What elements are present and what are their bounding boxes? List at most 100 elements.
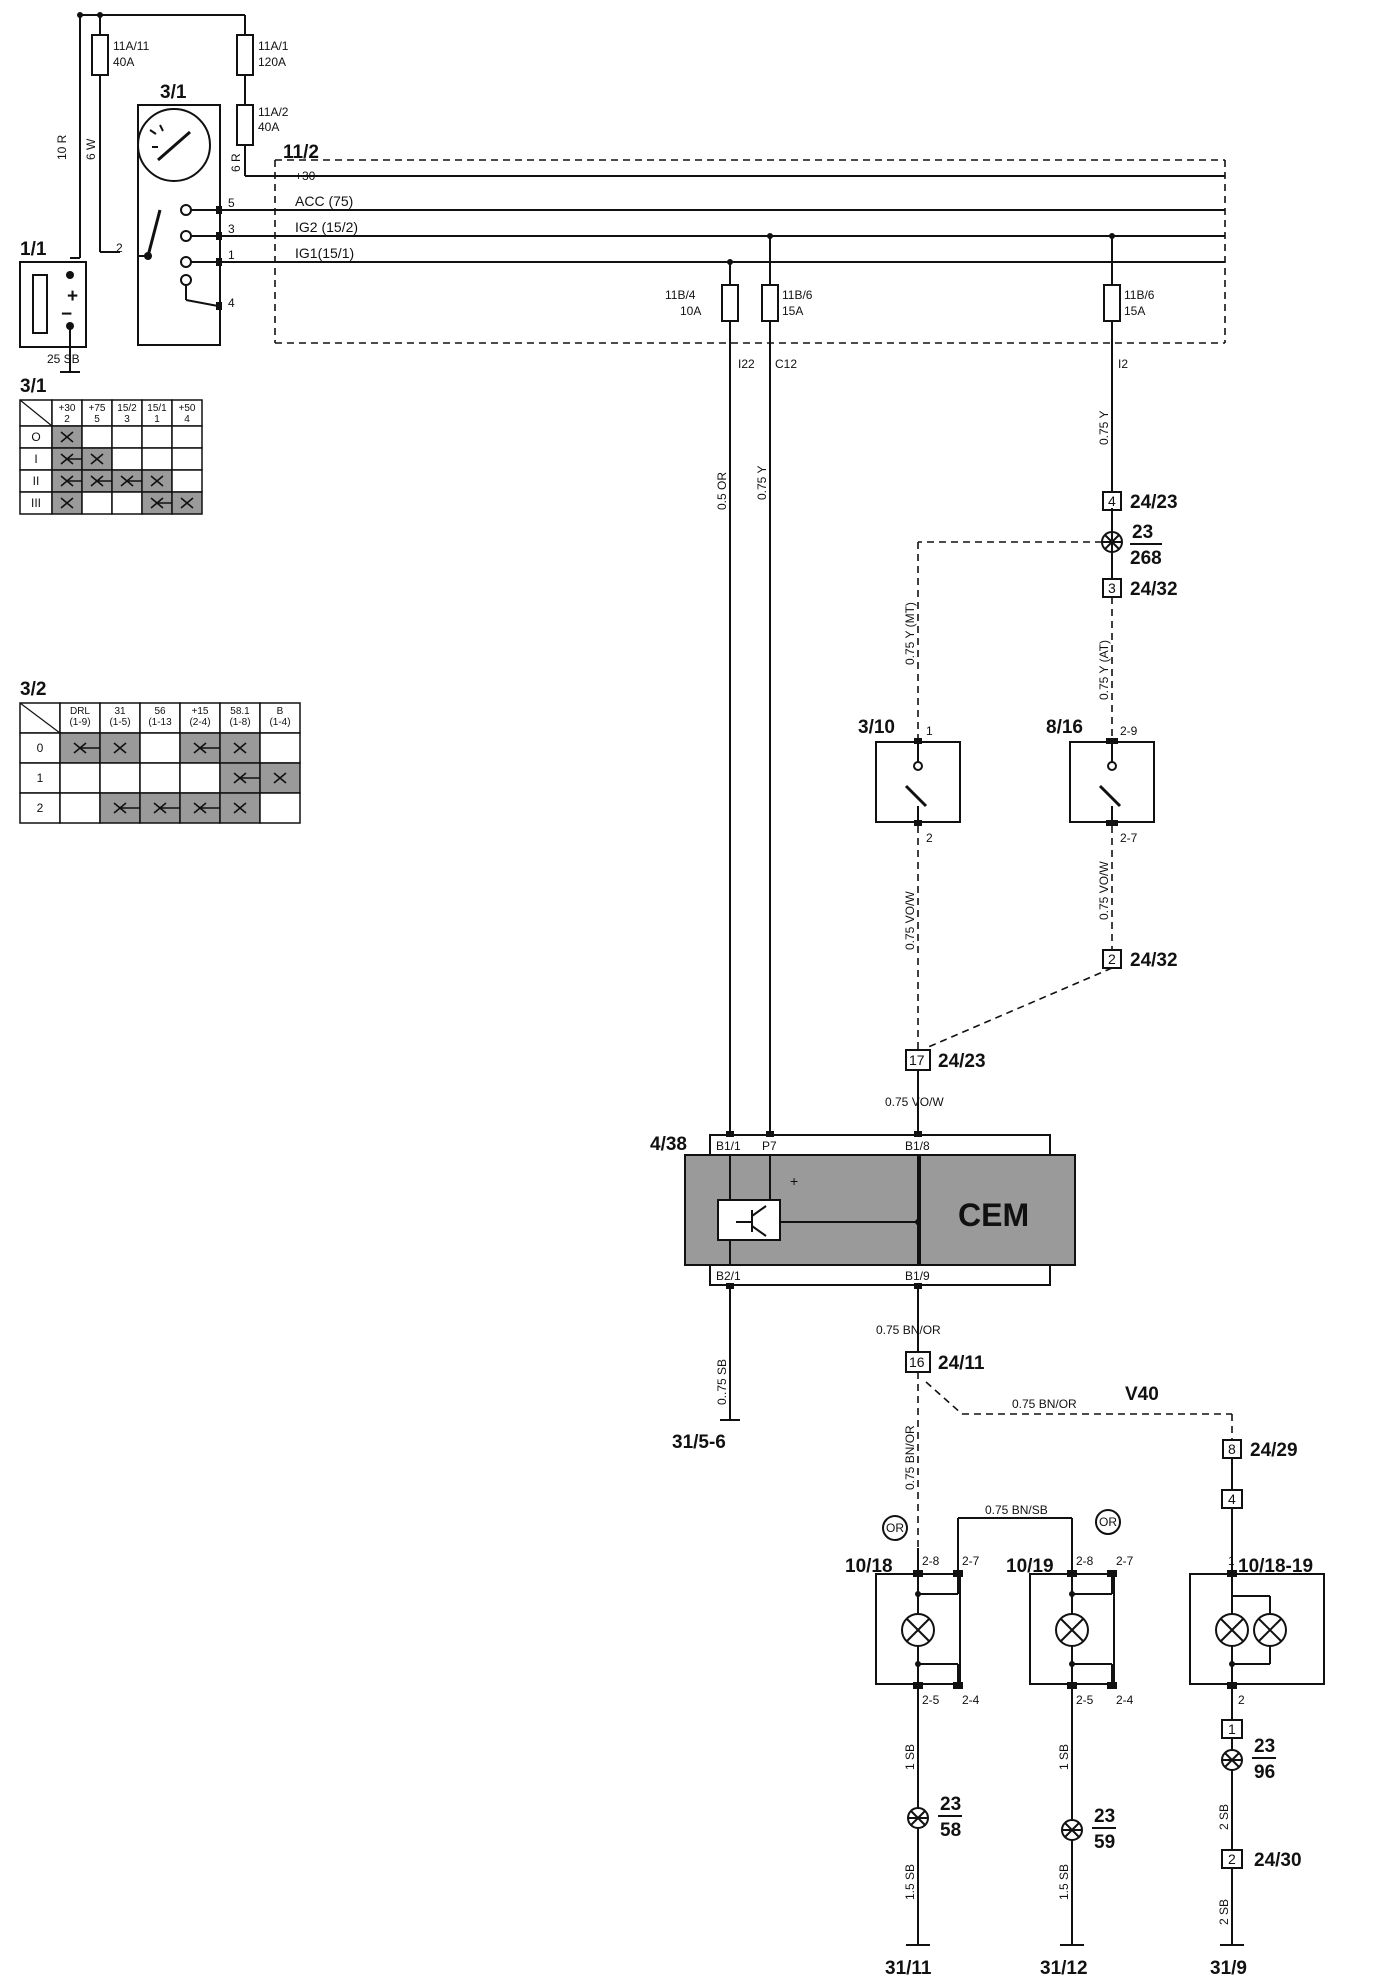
- wire-10r: 10 R: [55, 134, 69, 160]
- ground-31-12: 31/12: [1040, 1958, 1088, 1979]
- wire-05or: 0.5 OR: [715, 472, 729, 510]
- wire-075vow-b: 0.75 VO/W: [1097, 861, 1111, 920]
- table-header-cell: [179, 702, 221, 734]
- lamp-branch: 0..75 SB 31/5-6 0.75 BN/OR 16 24/11 0.75…: [672, 1289, 1325, 1979]
- table-header-text: 15/1: [147, 403, 167, 414]
- fuse-11a1-id: 11A/1: [258, 39, 289, 53]
- pin-sw-3: 3: [228, 222, 235, 236]
- table-header-text: 31: [114, 706, 126, 717]
- splice-1-top: 23: [1132, 522, 1153, 543]
- v40-label: V40: [1125, 1384, 1159, 1405]
- table-header-text: 3: [124, 414, 130, 425]
- table-header-text: (1-9): [69, 717, 90, 728]
- table-header-cell: [59, 702, 101, 734]
- pin-cem-b19: B1/9: [905, 1269, 930, 1283]
- splice-4-top: 23: [1254, 1736, 1275, 1757]
- rail-acc: ACC (75): [295, 193, 353, 209]
- table-cell: [259, 732, 301, 764]
- table-3-2: 3/2 DRL(1-9)31(1-5)56(1-13+15(2-4)58.1(1…: [19, 679, 301, 824]
- wire-25sb: 25 SB: [47, 352, 80, 366]
- table-3-1-title: 3/1: [20, 376, 47, 397]
- fuse-11a2-rating: 40A: [258, 120, 279, 134]
- table-header-text: (1-8): [229, 717, 250, 728]
- pin-l1-25: 2-5: [922, 1693, 940, 1707]
- fuse-11a2-id: 11A/2: [258, 105, 289, 119]
- wire-6w: 6 W: [84, 138, 98, 160]
- wire-075sb: 0..75 SB: [715, 1359, 729, 1405]
- table-row-label: II: [33, 474, 40, 488]
- wire-075vow-a: 0.75 VO/W: [903, 891, 917, 950]
- pin-l2-28: 2-8: [1076, 1554, 1094, 1568]
- or-badge-a: OR: [886, 1521, 904, 1535]
- wire-2sb-b: 2 SB: [1217, 1899, 1231, 1925]
- table-row-label: I: [34, 452, 37, 466]
- connector-8-id: 24/29: [1250, 1440, 1298, 1461]
- table-header-text: 56: [154, 706, 166, 717]
- pin-l2-27: 2-7: [1116, 1554, 1134, 1568]
- wire-075y-at: 0.75 Y (AT): [1097, 640, 1111, 700]
- wire-15sb-a: 1.5 SB: [903, 1864, 917, 1900]
- pin-3-10-bot: 2: [926, 831, 933, 845]
- connector-4-lower-num: 4: [1228, 1491, 1236, 1507]
- table-header-text: (2-4): [189, 717, 210, 728]
- battery-minus: −: [61, 304, 72, 325]
- wire-075bnor-b: 0.75 BN/OR: [1012, 1397, 1077, 1411]
- ignition-switch-id: 3/1: [160, 82, 187, 103]
- pin-l2-24: 2-4: [1116, 1693, 1134, 1707]
- table-cell: [171, 469, 203, 493]
- fuse-11b6-b-id: 11B/6: [1124, 288, 1155, 302]
- ground-31-5-6: 31/5-6: [672, 1432, 726, 1453]
- splice-3-bot: 59: [1094, 1832, 1115, 1853]
- connector-4-id: 24/23: [1130, 492, 1178, 513]
- cem-id: 4/38: [650, 1134, 687, 1155]
- wire-15sb-b: 1.5 SB: [1057, 1864, 1071, 1900]
- lamp-10-18-19-id: 10/18-19: [1238, 1556, 1313, 1577]
- table-header-text: (1-13: [148, 717, 172, 728]
- wire-075y-a: 0.75 Y: [755, 466, 769, 500]
- fuse-11a11-id: 11A/11: [113, 39, 150, 53]
- pin-3-10-top: 1: [926, 724, 933, 738]
- pin-l1-27: 2-7: [962, 1554, 980, 1568]
- table-row-label: 1: [37, 771, 44, 785]
- table-header-text: 4: [184, 414, 190, 425]
- wire-075vow-c: 0.75 VO/W: [885, 1095, 944, 1109]
- switch-8-16-id: 8/16: [1046, 717, 1083, 738]
- connector-2-lower-id: 24/30: [1254, 1850, 1302, 1871]
- pin-sw-4: 4: [228, 296, 235, 310]
- fuse-11b6-a: [761, 284, 779, 322]
- wire-075bnor-c: 0.75 BN/OR: [903, 1425, 917, 1490]
- table-cell: [139, 732, 181, 764]
- wire-1sb-b: 1 SB: [1057, 1744, 1071, 1770]
- splice-2-bot: 58: [940, 1820, 961, 1841]
- table-row-label-cell: [19, 792, 61, 824]
- rail-ig2: IG2 (15/2): [295, 219, 358, 235]
- lamp-10-19-id: 10/19: [1006, 1556, 1054, 1577]
- splice-1-bot: 268: [1130, 548, 1162, 569]
- table-cell: [141, 425, 173, 449]
- connector-2-lower-num: 2: [1228, 1851, 1236, 1867]
- pin-cem-b18: B1/8: [905, 1139, 930, 1153]
- pin-cem-p7: P7: [762, 1139, 777, 1153]
- table-header-text: B: [277, 706, 284, 717]
- wire-2sb-a: 2 SB: [1217, 1804, 1231, 1830]
- table-header-text: (1-4): [269, 717, 290, 728]
- table-row-label: 0: [37, 741, 44, 755]
- pin-l3-1: 1: [1228, 1554, 1235, 1568]
- table-row-label: 2: [37, 801, 44, 815]
- table-header-text: +15: [192, 706, 209, 717]
- fuse-11b6-a-id: 11B/6: [782, 288, 813, 302]
- rail-30: +30: [295, 169, 316, 183]
- table-header-text: (1-5): [109, 717, 130, 728]
- fuse-box-11-2: 11/2 +30 ACC (75) IG2 (15/2) IG1(15/1) 1…: [220, 142, 1226, 1135]
- splice-3-top: 23: [1094, 1806, 1115, 1827]
- table-header-cell: [219, 702, 261, 734]
- fuse-11a1-rating: 120A: [258, 55, 286, 69]
- pin-c12: C12: [775, 357, 797, 371]
- fuse-11b4-id: 11B/4: [665, 288, 696, 302]
- battery-id: 1/1: [20, 239, 47, 260]
- table-cell: [99, 762, 141, 794]
- connector-17-num: 17: [909, 1052, 925, 1068]
- table-header-text: 15/2: [117, 403, 137, 414]
- pin-sw-5: 5: [228, 196, 235, 210]
- ignition-switch: 3/1 2 5 3 1 4: [116, 82, 235, 346]
